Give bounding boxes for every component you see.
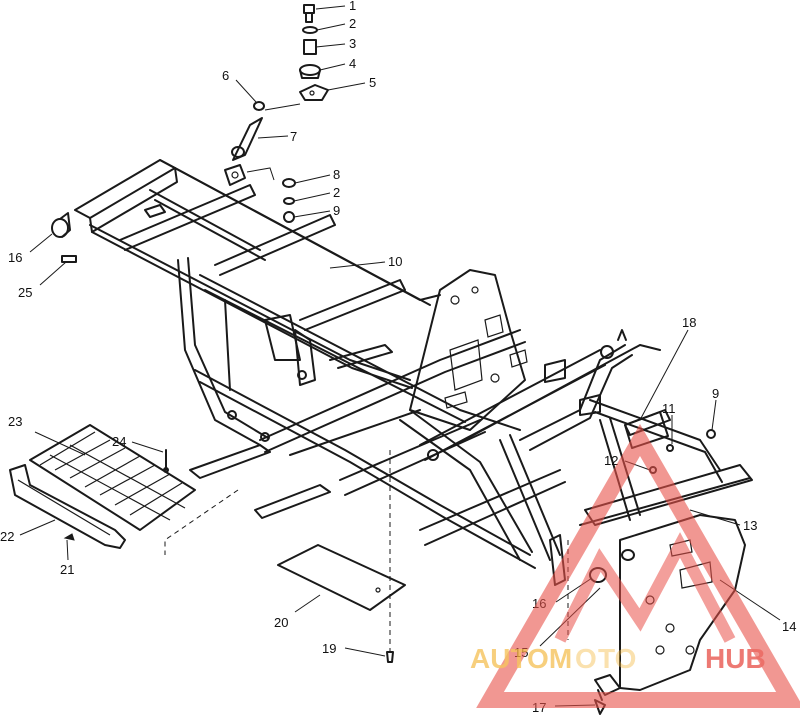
callout-8: 8 [333, 167, 340, 182]
callout-12: 12 [604, 453, 618, 468]
watermark-triangle-inner [554, 532, 736, 643]
callout-6: 6 [222, 68, 229, 83]
callout-10: 10 [388, 254, 402, 269]
steering-stem-parts [224, 101, 301, 186]
skid-plate [164, 450, 406, 663]
seat-bracket [624, 411, 669, 449]
callout-4: 4 [349, 56, 356, 71]
callout-5: 5 [369, 75, 376, 90]
callout-20: 20 [274, 615, 288, 630]
frame-end-caps [51, 212, 77, 263]
steering-support-plate [409, 269, 528, 431]
nut-washer-stack [282, 178, 296, 223]
callout-2b: 2 [333, 185, 340, 200]
callout-3: 3 [349, 36, 356, 51]
callout-23: 23 [8, 414, 22, 429]
callout-9b: 9 [712, 386, 719, 401]
front-rack-skid [9, 424, 196, 549]
upper-mount-hardware [299, 4, 329, 101]
callout-24: 24 [112, 434, 126, 449]
callout-18: 18 [682, 315, 696, 330]
callout-25: 25 [18, 285, 32, 300]
watermark-text-to: TO [598, 643, 636, 674]
watermark-triangle-outer [476, 423, 800, 708]
watermark-text-auto: AUTOM [470, 643, 572, 674]
watermark-text-hub: HUB [705, 643, 766, 674]
callout-2: 2 [349, 16, 356, 31]
watermark-text-o: O [575, 643, 597, 674]
leader-lines [19, 5, 781, 707]
callout-19: 19 [322, 641, 336, 656]
callout-16: 16 [8, 250, 22, 265]
callout-13: 13 [743, 518, 757, 533]
main-frame [74, 159, 723, 586]
callout-21: 21 [60, 562, 74, 577]
callout-22: 22 [0, 529, 14, 544]
callout-9: 9 [333, 203, 340, 218]
callout-1: 1 [349, 0, 356, 13]
callout-7: 7 [290, 129, 297, 144]
callout-14: 14 [782, 619, 796, 634]
callout-11: 11 [662, 401, 676, 416]
automotohub-watermark: AUTOM O TO HUB [470, 423, 800, 708]
